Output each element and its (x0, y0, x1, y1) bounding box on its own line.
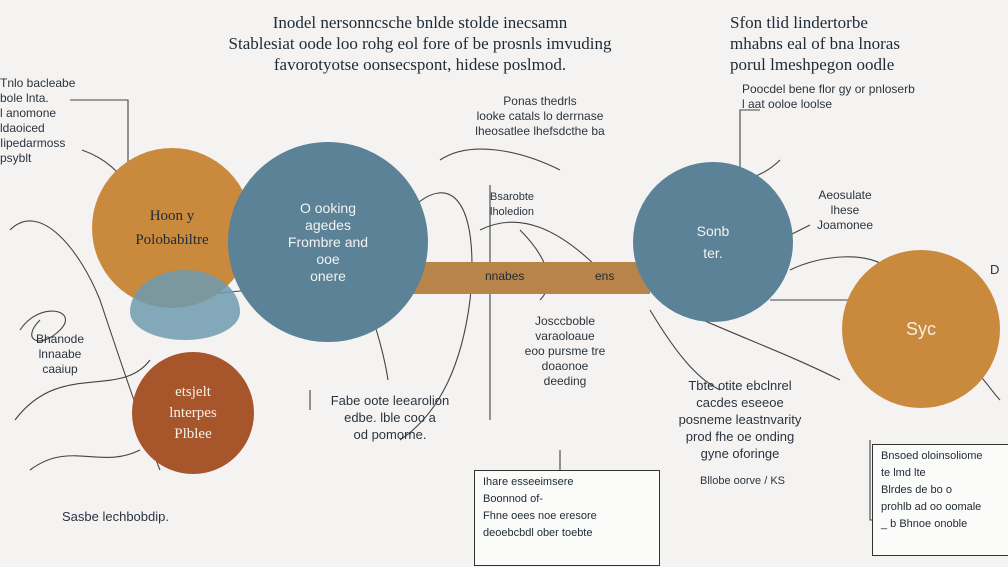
blue-right-label: Sonb ter. (696, 223, 730, 261)
info-box-center: Ihare esseeimsere Boonnod of- Fhne oees … (474, 470, 660, 566)
orange-right-circle: Syc (842, 250, 1000, 408)
info-box-right: Bnsoed oloinsoliome te lmd lte Blrdes de… (872, 444, 1008, 556)
connector-center-mid (479, 221, 601, 271)
note-center-top: Ponas thedrls looke catals lo derrnase l… (475, 94, 605, 138)
connector-center-top (439, 148, 561, 171)
note-left-mid: Bhanode lnnaabe caaiup (35, 332, 85, 376)
connector-bar: nnabes ens (410, 262, 650, 294)
orange-right-label: Syc (905, 318, 936, 339)
right-title: Sfon tlid lindertorbe mhabns eal of bna … (730, 13, 900, 74)
blue-overlap-shape (130, 270, 240, 340)
main-title: Inodel nersonncsche bnlde stolde inecsam… (228, 13, 612, 74)
note-center-bottom: Fabe oote leearolion edbe. lble coo a od… (330, 393, 450, 442)
orange-left-label: Hoon y Polobabiltre (135, 208, 209, 248)
bar-label-left: nnabes (485, 269, 525, 283)
note-center-bar-below: Josccboble varaoloaue eoo pursme tre doa… (524, 314, 606, 388)
connector-right-mid (789, 224, 811, 236)
connector-right-top (739, 109, 760, 170)
connector-left-sweep (14, 359, 151, 421)
bar-label-right: ens (595, 269, 615, 283)
blue-main-circle: O ooking agedes Frombre and ooe onere (228, 142, 428, 342)
blue-right-circle: Sonb ter. (633, 162, 793, 322)
note-right-top: Poocdel bene flor gy or pnloserb l aat o… (742, 82, 915, 111)
note-bottom-left: Sasbe lechbobdip. (62, 509, 169, 524)
rust-circle: etsjelt lnterpes Plblee (132, 352, 254, 474)
orange-left-circle: Hoon y Polobabiltre (92, 148, 252, 308)
connector-left-top (70, 99, 129, 182)
connector-center-curve (399, 192, 473, 441)
note-right-mid: Aeosulate lhese Joamonee (816, 188, 874, 232)
note-right-edge: D (990, 262, 1000, 277)
rust-label: etsjelt lnterpes Plblee (169, 383, 217, 442)
connector-blue-right-down (649, 309, 721, 391)
note-left-top: Tnlo bacleabe bole lnta. l anomone ldaoi… (0, 76, 76, 165)
connector-left-loop (19, 310, 66, 342)
note-center-small: Bsarobte lholedion (490, 191, 535, 218)
blue-main-label: O ooking agedes Frombre and ooe onere (287, 199, 369, 284)
note-right-center: Tbte otite ebclnrel cacdes eseeoe posnem… (678, 378, 802, 461)
note-right-small: Bllobe oorve / KS (700, 475, 785, 487)
connector-left-low (29, 449, 141, 471)
